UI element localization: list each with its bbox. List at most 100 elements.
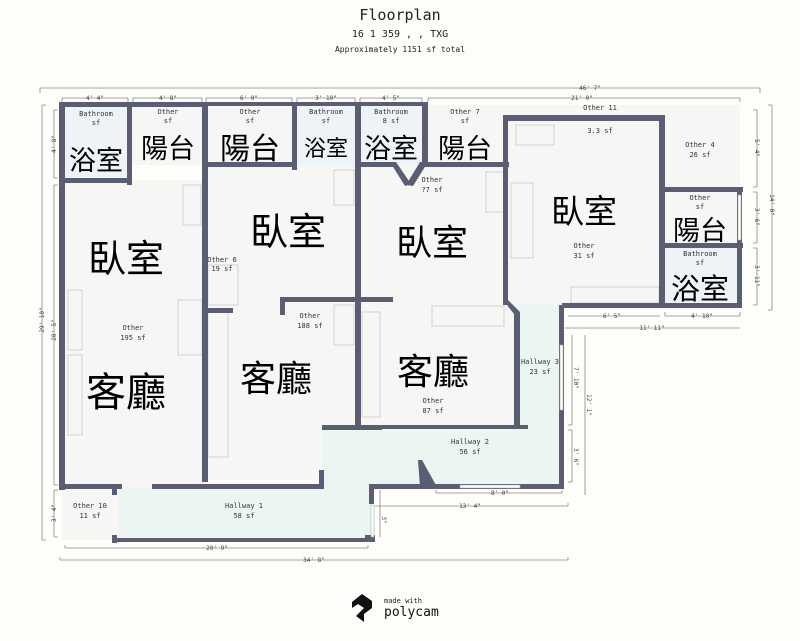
svg-text:客廳: 客廳 xyxy=(240,359,312,400)
svg-text:4' 5": 4' 5" xyxy=(382,95,400,102)
svg-text:Hallway 1: Hallway 1 xyxy=(225,502,263,510)
svg-text:20' 9": 20' 9" xyxy=(206,545,228,552)
svg-text:臥室: 臥室 xyxy=(551,192,617,231)
svg-text:Other: Other xyxy=(299,312,320,320)
svg-text:Other: Other xyxy=(239,108,260,116)
svg-text:19 sf: 19 sf xyxy=(211,265,232,273)
svg-text:8' 0": 8' 0" xyxy=(491,490,509,497)
total-area: Approximately 1151 sf total xyxy=(334,45,466,54)
svg-text:Other: Other xyxy=(573,242,594,250)
svg-text:?7 sf: ?7 sf xyxy=(421,186,442,194)
svg-text:客廳: 客廳 xyxy=(397,352,469,393)
svg-text:3' 6": 3' 6" xyxy=(753,208,760,226)
polycam-logo-icon xyxy=(352,594,372,622)
svg-text:Bathroom: Bathroom xyxy=(79,110,113,118)
svg-text:Other: Other xyxy=(689,194,710,202)
svg-text:Other: Other xyxy=(157,108,178,116)
svg-text:6' 5": 6' 5" xyxy=(603,313,621,320)
room-other-10: Other 10 11 sf xyxy=(73,502,107,520)
svg-text:Hallway 2: Hallway 2 xyxy=(451,438,489,446)
made-with-text: made with xyxy=(384,596,422,605)
room-bedroom-right: 臥室 Other 31 sf xyxy=(551,192,617,260)
svg-text:4' 10": 4' 10" xyxy=(691,313,713,320)
svg-text:臥室: 臥室 xyxy=(396,223,468,264)
svg-text:195 sf: 195 sf xyxy=(120,334,145,342)
svg-text:3' 4": 3' 4" xyxy=(51,504,58,522)
room-other-11: Other 11 3.3 sf xyxy=(583,104,617,135)
svg-text:46' 7": 46' 7" xyxy=(579,85,601,92)
room-other-4: Other 4 26 sf xyxy=(685,141,715,159)
room-hallway-3: Hallway 323 sf xyxy=(521,358,559,376)
svg-text:3' 10": 3' 10" xyxy=(315,95,337,102)
svg-text:Other 4: Other 4 xyxy=(685,141,715,149)
room-left: 臥室 Other 195 sf 客廳 xyxy=(86,237,166,416)
svg-text:4' 8": 4' 8" xyxy=(51,135,58,153)
svg-text:臥室: 臥室 xyxy=(88,237,164,281)
page-title: Floorplan xyxy=(359,6,441,24)
svg-text:4' 8": 4' 8" xyxy=(159,95,177,102)
svg-text:sf: sf xyxy=(246,117,254,125)
svg-text:Other 10: Other 10 xyxy=(73,502,107,510)
svg-text:Other: Other xyxy=(421,176,442,184)
polycam-logo: made with polycam xyxy=(350,592,439,624)
svg-text:臥室: 臥室 xyxy=(250,210,326,254)
svg-text:陽台: 陽台 xyxy=(141,134,195,165)
brand-text: polycam xyxy=(384,604,439,620)
svg-text:3' 6": 3' 6" xyxy=(572,448,579,466)
svg-text:3": 3" xyxy=(380,516,387,523)
svg-text:31 sf: 31 sf xyxy=(573,252,594,260)
svg-text:26 sf: 26 sf xyxy=(689,151,710,159)
svg-text:浴室: 浴室 xyxy=(671,272,729,306)
svg-text:34' 8": 34' 8" xyxy=(303,557,325,564)
room-hallway-1: Hallway 1 58 sf xyxy=(225,502,263,520)
svg-text:Other: Other xyxy=(422,397,443,405)
svg-text:3' 11": 3' 11" xyxy=(753,265,760,287)
svg-text:浴室: 浴室 xyxy=(304,137,348,162)
room-balcony-3: Other 7sf 陽台 xyxy=(438,108,492,165)
svg-text:sf: sf xyxy=(164,117,172,125)
svg-text:Other 7: Other 7 xyxy=(450,108,480,116)
svg-text:11 sf: 11 sf xyxy=(79,512,100,520)
svg-text:Other 11: Other 11 xyxy=(583,104,617,112)
svg-text:23 sf: 23 sf xyxy=(529,368,550,376)
svg-text:58 sf: 58 sf xyxy=(233,512,254,520)
svg-text:11' 11": 11' 11" xyxy=(639,325,664,332)
svg-text:Other: Other xyxy=(122,324,143,332)
address: 16 1 359 , , TXG xyxy=(351,29,449,40)
svg-text:陽台: 陽台 xyxy=(673,216,727,247)
svg-text:3.3 sf: 3.3 sf xyxy=(587,127,612,135)
svg-text:sf: sf xyxy=(322,117,330,125)
svg-text:Bathroom: Bathroom xyxy=(374,108,408,116)
svg-text:20' 5": 20' 5" xyxy=(51,319,58,341)
svg-text:陽台: 陽台 xyxy=(438,134,492,165)
svg-text:21' 0": 21' 0" xyxy=(571,95,593,102)
svg-text:Other 6: Other 6 xyxy=(207,256,237,264)
svg-text:sf: sf xyxy=(461,117,469,125)
svg-text:浴室: 浴室 xyxy=(69,146,123,177)
svg-text:sf: sf xyxy=(696,203,704,211)
room-hallway-2: Hallway 2 56 sf xyxy=(451,438,489,456)
svg-text:188 sf: 188 sf xyxy=(297,322,322,330)
svg-text:8 sf: 8 sf xyxy=(383,117,400,125)
svg-text:12' 1": 12' 1" xyxy=(585,394,592,416)
svg-text:56 sf: 56 sf xyxy=(459,448,480,456)
svg-text:浴室: 浴室 xyxy=(364,134,418,165)
svg-text:Bathroom: Bathroom xyxy=(683,250,717,258)
walls xyxy=(59,102,743,543)
svg-text:sf: sf xyxy=(92,119,100,127)
dimensions: 46' 7" 21' 0" 4' 4" 4' 8" 6' 0" 3' 10" 4… xyxy=(39,85,775,564)
room-middle: 臥室 Other 619 sf Other 188 sf 客廳 xyxy=(207,210,326,400)
svg-text:7' 10": 7' 10" xyxy=(572,367,579,389)
svg-text:客廳: 客廳 xyxy=(86,370,166,416)
svg-text:87 sf: 87 sf xyxy=(422,407,443,415)
svg-text:14' 0": 14' 0" xyxy=(768,194,775,216)
